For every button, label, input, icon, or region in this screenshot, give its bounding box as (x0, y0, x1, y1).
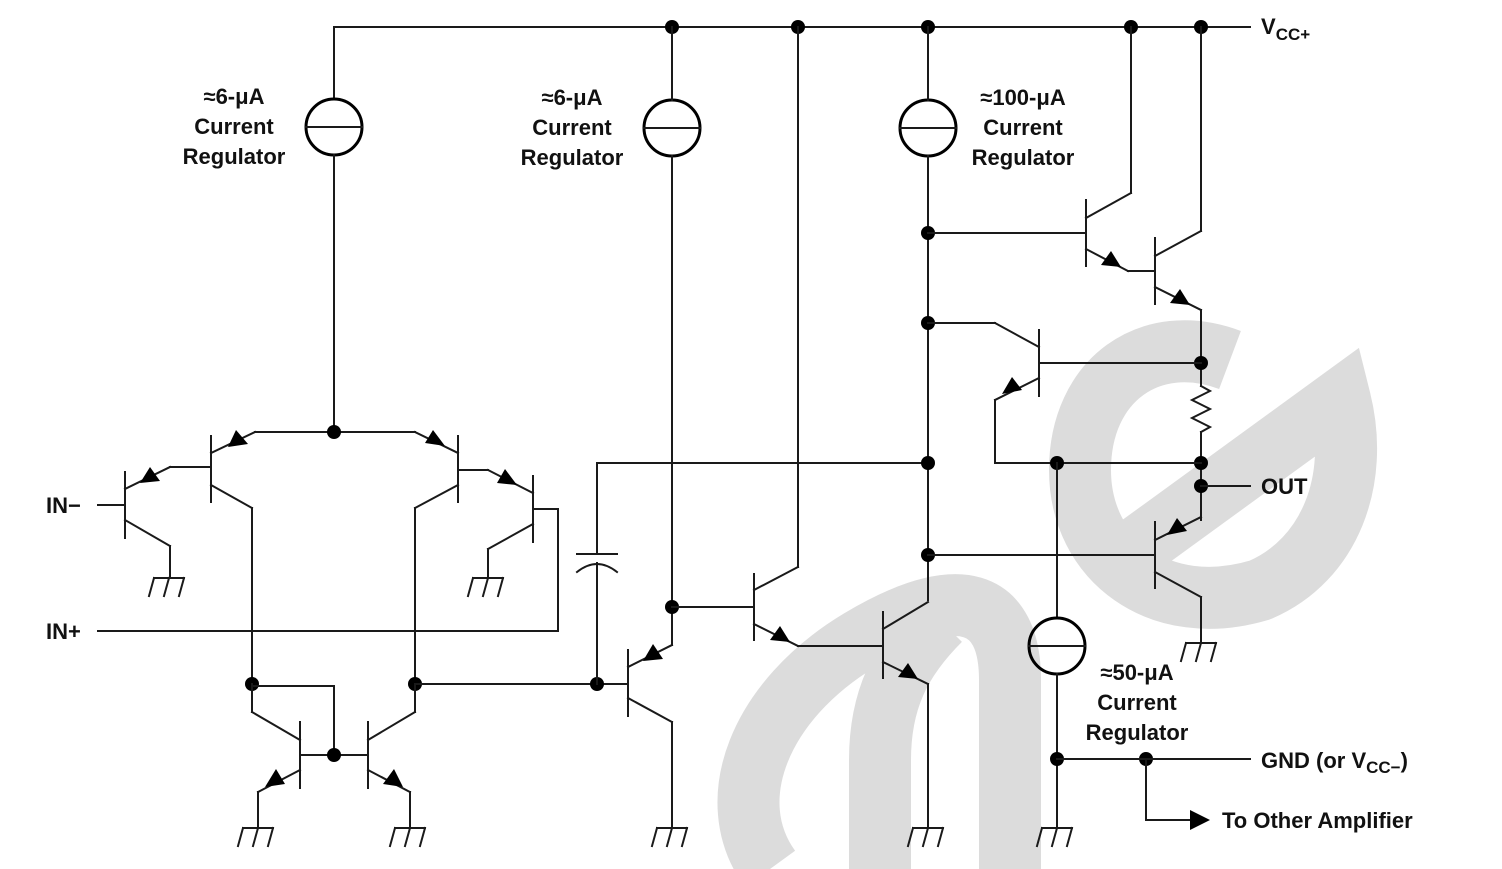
ground-symbol (388, 826, 427, 848)
output-stage (921, 26, 1251, 830)
ground-symbol (466, 576, 505, 598)
ground-symbol (906, 826, 945, 848)
gnd-label: GND (or VCC−) (1261, 748, 1408, 777)
regulator-1-value: ≈6-μA (204, 84, 265, 109)
regulator-4-label2: Regulator (1086, 720, 1189, 745)
in-minus-label: IN− (46, 493, 81, 518)
regulator-2-label2: Regulator (521, 145, 624, 170)
regulator-3-label2: Regulator (972, 145, 1075, 170)
out-label: OUT (1261, 474, 1308, 499)
ground-symbol (147, 576, 186, 598)
current-mirror (245, 677, 422, 829)
vcc-plus-label: VCC+ (1261, 14, 1310, 44)
regulator-1-label: Current (194, 114, 274, 139)
regulator-4-value: ≈50-μA (1100, 660, 1173, 685)
regulator-3-value: ≈100-μA (980, 85, 1066, 110)
regulator-1-label2: Regulator (183, 144, 286, 169)
regulator-2-label: Current (532, 115, 612, 140)
regulator-4-label: Current (1097, 690, 1177, 715)
vcc-rail (333, 20, 1251, 34)
to-other-amplifier-label: To Other Amplifier (1222, 808, 1413, 833)
ground-symbol (1179, 641, 1218, 663)
gain-stage (414, 26, 930, 829)
in-plus-label: IN+ (46, 619, 81, 644)
ground-symbol (650, 826, 689, 848)
regulator-3-label: Current (983, 115, 1063, 140)
input-stage-right (413, 430, 559, 685)
current-regulator-2 (642, 26, 702, 608)
ground-symbol (1035, 826, 1074, 848)
input-stage-left (97, 425, 416, 685)
watermark (717, 320, 1378, 869)
regulator-2-value: ≈6-μA (542, 85, 603, 110)
current-regulator-3 (898, 26, 958, 601)
current-regulator-1 (304, 26, 364, 433)
ground-symbol (236, 826, 275, 848)
